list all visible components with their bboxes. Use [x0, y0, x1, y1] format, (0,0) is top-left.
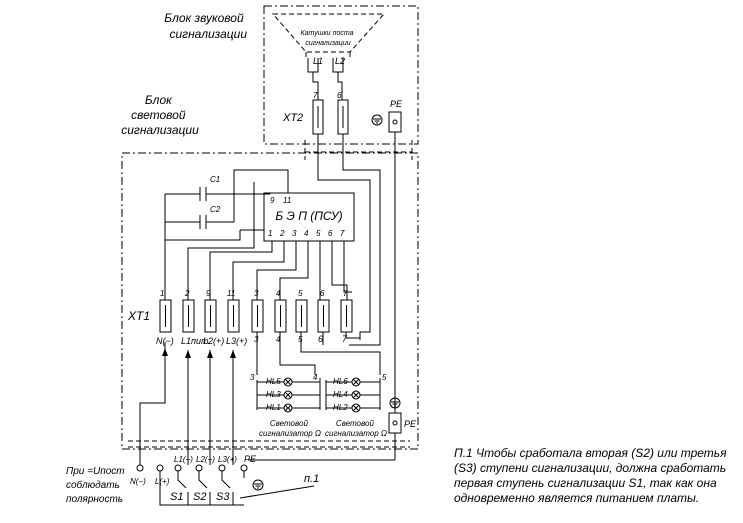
svg-text:3: 3 — [250, 373, 255, 382]
svg-text:5: 5 — [298, 289, 303, 298]
svg-text:2: 2 — [279, 229, 285, 238]
coil-leads — [312, 72, 343, 100]
svg-text:11: 11 — [227, 289, 235, 298]
right-terminals: 3 3 4 4 5 5 6 6 7 7 — [251, 289, 353, 344]
pe-top-terminal — [388, 111, 402, 133]
ground-icon-external — [252, 479, 264, 491]
coil-l2-label: L2 — [335, 56, 345, 66]
light-block-frame — [121, 152, 419, 450]
svg-text:3: 3 — [254, 289, 259, 298]
ground-icon-top — [371, 114, 383, 126]
left-terminals: 1 N(−) 2 L1пит. 9 L2(+) 11 L3(+) — [156, 289, 247, 346]
xt2-num-7: 7 — [313, 91, 318, 100]
svg-text:7: 7 — [342, 334, 348, 344]
svg-text:S3: S3 — [216, 491, 230, 503]
bep-label: Б Э П (ПСУ) — [275, 209, 342, 223]
svg-text:Световой сигнализатор Ω: Световой сигнализатор Ω — [325, 419, 387, 438]
xt1-label: XT1 — [127, 309, 150, 323]
svg-text:N(−): N(−) — [130, 477, 146, 486]
lamp-group-1: 3 HL5 HL3 HL1 4 Световой сигнализатор Ω — [250, 373, 321, 438]
polarity-note: При =Uпост соблюдать полярность — [66, 466, 127, 505]
svg-text:1: 1 — [268, 229, 272, 238]
cap-c1-label: C1 — [210, 175, 220, 184]
bep-bottom-pins: 1 2 3 4 5 6 7 — [268, 229, 345, 238]
svg-text:7: 7 — [340, 229, 345, 238]
svg-text:N(−): N(−) — [156, 336, 174, 346]
bep-pin-9: 9 — [270, 196, 275, 205]
svg-text:L2(+): L2(+) — [196, 455, 215, 464]
xt2-num-6: 6 — [337, 91, 342, 100]
bep-box — [263, 192, 355, 242]
light-block-label: Блок световой сигнализации — [121, 93, 199, 137]
svg-text:5: 5 — [382, 373, 387, 382]
svg-text:S2: S2 — [193, 491, 206, 503]
svg-text:6: 6 — [318, 334, 323, 344]
ref-p1: п.1 — [304, 473, 319, 485]
ground-icon-bottom — [389, 397, 401, 409]
svg-text:4: 4 — [276, 335, 281, 344]
svg-text:L2(+): L2(+) — [203, 336, 224, 346]
capacitor-c1 — [165, 187, 270, 201]
svg-text:2: 2 — [184, 289, 190, 298]
switches: S1 S2 S3 — [159, 471, 244, 506]
capacitor-c2 — [165, 215, 234, 229]
footnote: П.1 Чтобы сработала вторая (S2) или трет… — [454, 446, 727, 505]
svg-text:L1пит.: L1пит. — [181, 336, 211, 346]
post-coils-label: Катушки поста сигнализации — [301, 30, 356, 47]
svg-text:1: 1 — [160, 289, 164, 298]
svg-text:3: 3 — [292, 229, 297, 238]
svg-text:4: 4 — [276, 289, 281, 298]
svg-text:9: 9 — [206, 289, 211, 298]
bottom-terminals: N(−) L(+) L1(+) L2(+) L3(+) PE — [130, 454, 257, 486]
svg-text:6: 6 — [320, 289, 325, 298]
coil-dash-leads — [305, 52, 351, 60]
svg-text:Световой сигнализатор Ω: Световой сигнализатор Ω — [259, 419, 321, 438]
svg-text:5: 5 — [316, 229, 321, 238]
pe-bottom-terminal — [388, 412, 402, 434]
xt2-label: XT2 — [282, 112, 303, 124]
svg-text:7: 7 — [343, 289, 348, 298]
svg-text:L1(+): L1(+) — [174, 455, 193, 464]
cap-c2-label: C2 — [210, 205, 221, 214]
bep-pin-11: 11 — [283, 196, 291, 205]
coil-l1-label: L1 — [313, 56, 323, 66]
sound-block-label: Блок звуковой сигнализации — [164, 11, 247, 41]
wire-xt2-6 — [342, 134, 381, 346]
pe-top-label: PE — [390, 99, 403, 109]
svg-text:S1: S1 — [170, 491, 183, 503]
svg-text:L3(+): L3(+) — [218, 455, 237, 464]
svg-text:6: 6 — [328, 229, 333, 238]
svg-text:L(+): L(+) — [155, 477, 170, 486]
svg-text:L3(+): L3(+) — [226, 336, 247, 346]
svg-text:PE: PE — [244, 454, 257, 464]
lamp-group-2: HL6 HL4 HL2 5 Световой сигнализатор Ω — [325, 373, 387, 438]
sound-block-frame — [263, 5, 419, 145]
svg-text:4: 4 — [304, 229, 309, 238]
wire-xt2-7 — [317, 134, 371, 340]
pe-bottom-label: PE — [404, 419, 417, 429]
svg-text:4: 4 — [313, 373, 318, 382]
